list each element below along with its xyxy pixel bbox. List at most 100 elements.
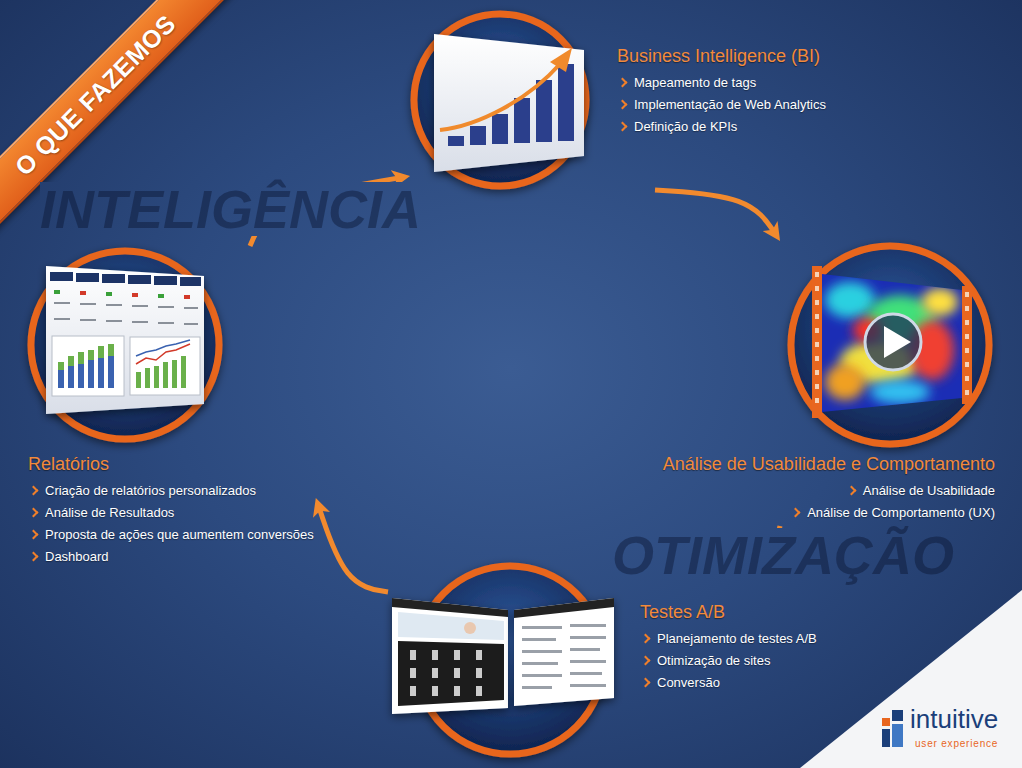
logo-wordmark: intuitive (910, 704, 998, 734)
logo-corner-part (892, 724, 903, 747)
service-node: Business Intelligence (BI) Mapeamento de … (410, 10, 828, 190)
heatmap-illustration-part (884, 326, 911, 358)
text-lines-part (570, 648, 600, 651)
heatmap-illustration-part (865, 314, 921, 370)
service-item: Análise de Resultados (28, 502, 314, 524)
product-grid-part (432, 686, 438, 696)
text-lines-part (522, 626, 562, 629)
heatmap-blobs-part (870, 380, 930, 404)
stacked-bars-part (58, 370, 64, 388)
film-holes-part (815, 342, 819, 347)
bi-illustration (414, 14, 586, 186)
ab-test-illustration-part (514, 598, 614, 706)
text-lines-part (522, 638, 556, 641)
stacked-bars-part (68, 356, 74, 366)
text-lines-part (570, 636, 606, 639)
service-item: Otimização de sites (640, 650, 817, 672)
ab-test-illustration-part (398, 612, 504, 640)
kpi-marks-part (54, 302, 70, 304)
film-holes-part (815, 398, 819, 403)
service-heading: Relatórios (28, 452, 314, 476)
kpi-headers (50, 272, 201, 286)
watermark: INTELIGÊNCIA (40, 182, 421, 236)
film-holes-part (815, 300, 819, 305)
kpi-marks-part (132, 293, 138, 297)
stacked-bars-part (58, 362, 64, 370)
kpi-marks-part (106, 304, 122, 306)
page-title: O QUE FAZEMOS (9, 9, 181, 181)
kpi-marks-part (184, 307, 198, 309)
ab-test-illustration (392, 566, 614, 754)
product-grid-part (476, 650, 482, 660)
film-holes-part (965, 334, 969, 339)
kpi-headers-part (76, 273, 99, 282)
service-item: Definição de KPIs (617, 116, 826, 138)
product-grid-part (410, 686, 416, 696)
service-item: Proposta de ações que aumentem conversõe… (28, 524, 314, 546)
text-lines-part (570, 684, 606, 687)
kpi-marks-part (80, 303, 96, 305)
service-item: Análise de Comportamento (UX) (663, 502, 995, 524)
product-grid-part (476, 668, 482, 678)
stacked-bars-part (88, 350, 94, 360)
kpi-marks-part (158, 322, 174, 324)
dashboard-illustration-part (52, 336, 124, 396)
bi-illustration-part (492, 114, 508, 144)
stacked-bars (58, 344, 114, 388)
bi-illustration-part (470, 126, 486, 145)
kpi-headers-part (128, 275, 151, 284)
kpi-headers-part (154, 276, 177, 285)
dashboard-illustration (31, 251, 219, 439)
cycle-arrow (655, 190, 776, 234)
stacked-bars-part (68, 366, 74, 388)
product-grid-part (454, 650, 460, 660)
service-heading: Testes A/B (640, 600, 817, 624)
service-item: Mapeamento de tags (617, 72, 826, 94)
product-grid-part (432, 650, 438, 660)
bi-illustration-part (440, 64, 560, 130)
kpi-headers-part (50, 272, 73, 281)
kpi-marks-part (184, 323, 198, 325)
text-group: Testes A/BPlanejamento de testes A/BOtim… (640, 600, 817, 694)
heatmap-illustration (791, 246, 989, 444)
kpi-marks-part (106, 292, 112, 296)
ab-test-illustration-part (398, 641, 504, 706)
text-group: Análise de Usabilidade e ComportamentoAn… (663, 452, 995, 524)
kpi-marks-part (54, 290, 60, 294)
film-holes-part (815, 272, 819, 277)
film-holes-part (965, 390, 969, 395)
stacked-bars-part (78, 352, 84, 364)
line-chart (136, 340, 190, 388)
service-node: Análise de Usabilidade e ComportamentoAn… (661, 241, 997, 526)
service-item: Dashboard (28, 546, 314, 568)
text-lines-part (522, 650, 562, 653)
kpi-marks-part (132, 305, 148, 307)
bi-illustration-part (550, 48, 572, 72)
heatmap-blobs-part (825, 364, 865, 400)
line-chart-part (172, 360, 177, 388)
product-grid-part (410, 650, 416, 660)
stacked-bars-part (98, 358, 104, 388)
text-group: RelatóriosCriação de relatórios personal… (28, 452, 314, 568)
heatmap-illustration-part (962, 286, 972, 404)
text-lines (522, 624, 606, 689)
line-chart-part (136, 340, 190, 356)
stacked-bars-part (88, 360, 94, 388)
logo-corner (800, 590, 1022, 768)
kpi-marks-part (80, 319, 96, 321)
stacked-bars-part (98, 346, 104, 358)
line-chart-part (136, 372, 141, 388)
text-lines-part (522, 686, 552, 689)
film-holes-part (815, 356, 819, 361)
heatmap-blobs (825, 282, 958, 404)
kpi-marks-part (80, 291, 86, 295)
product-grid-part (476, 686, 482, 696)
text-lines-part (522, 674, 562, 677)
service-node: Testes A/BPlanejamento de testes A/BOtim… (388, 560, 819, 760)
service-heading: Business Intelligence (BI) (617, 44, 826, 68)
service-item: Implementação de Web Analytics (617, 94, 826, 116)
film-holes-part (815, 286, 819, 291)
